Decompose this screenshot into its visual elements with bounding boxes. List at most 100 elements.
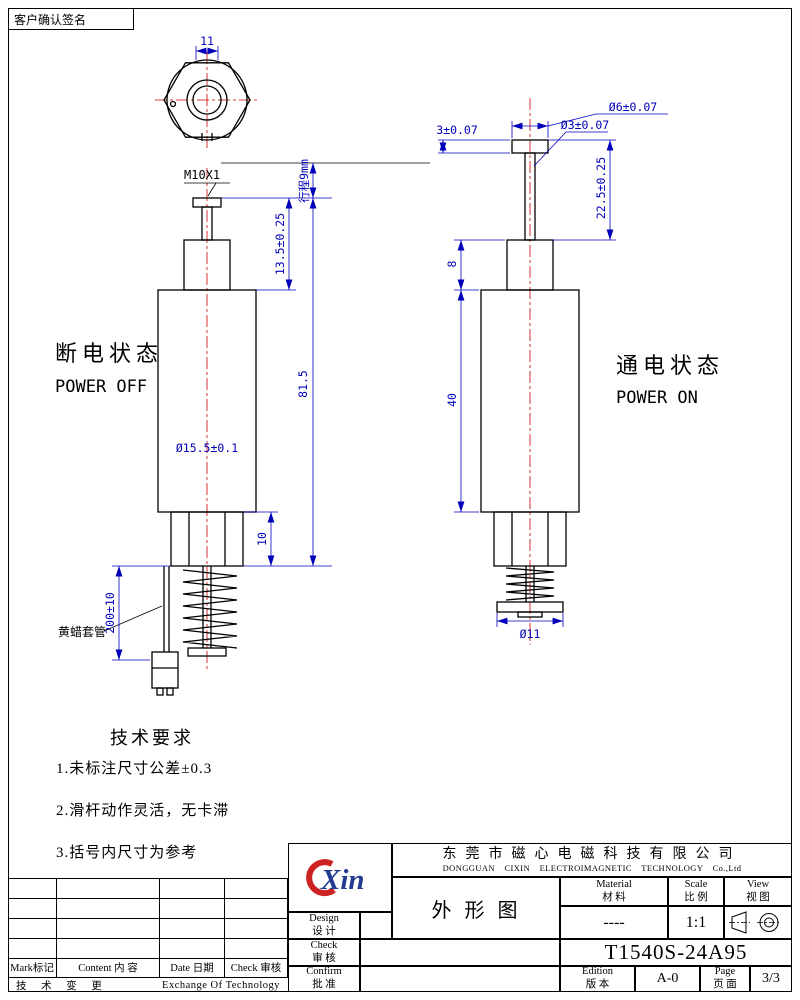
power-on-dimensions: Ø6±0.07 Ø3±0.07 3±0.07 22.5±0.25 8 40 Ø1… <box>436 100 668 641</box>
power-on-front-view <box>480 98 580 645</box>
power-off-state-label-en: POWER OFF <box>55 377 148 397</box>
view-value <box>724 906 792 939</box>
confirm-label: Confirm 批 准 <box>288 966 360 992</box>
design-signature-cell <box>360 912 392 939</box>
revision-empty-cell <box>57 899 160 919</box>
dim-washer-dia-text: Ø11 <box>520 627 541 641</box>
revision-empty-cell <box>8 899 57 919</box>
revision-footer-cn: 技 术 变 更 <box>16 980 108 992</box>
revision-empty-cell <box>57 939 160 959</box>
revision-col-date: Date 日期 <box>160 958 225 978</box>
tech-req-title: 技术要求 <box>110 728 194 748</box>
dim-overall-text: 81.5 <box>296 370 310 398</box>
dim-tip-h-text: 3±0.07 <box>436 123 478 137</box>
revision-col-content: Content 内 容 <box>57 958 160 978</box>
revision-empty-cell <box>225 879 288 899</box>
view-label-en: View <box>746 878 770 890</box>
revision-header-row: Mark标记 Content 内 容 Date 日期 Check 审核 <box>8 958 288 978</box>
revision-empty-cell <box>160 899 225 919</box>
power-off-top-view <box>155 52 259 150</box>
design-label: Design 设 计 <box>288 912 360 939</box>
tech-req-item-3: 3.括号内尺寸为参考 <box>56 845 198 861</box>
dim-stroke-text: 行程9mm <box>297 159 311 203</box>
edition-value: A-0 <box>635 966 700 992</box>
revision-empty-cell <box>160 919 225 939</box>
page-label-en: Page <box>714 966 736 978</box>
company-name-en: DONGGUAN CIXIN ELECTROIMAGNETIC TECHNOLO… <box>442 863 742 874</box>
scale-header: Scale 比 例 <box>668 877 724 906</box>
revision-empty-cell <box>160 879 225 899</box>
scale-label-cn: 比 例 <box>684 891 708 903</box>
dim-lead-text: 200±10 <box>103 592 117 634</box>
revision-footer-row: 技 术 变 更 Exchange Of Technology <box>8 978 288 992</box>
scale-label-en: Scale <box>684 878 708 890</box>
dim-thread-text: M10X1 <box>184 168 220 182</box>
dim-body-text: 40 <box>445 393 459 407</box>
dim-top-width-text: 11 <box>200 34 214 48</box>
dim-hex-text: 10 <box>255 532 269 546</box>
check-signature-cell <box>360 939 560 966</box>
confirm-signature-cell <box>360 966 560 992</box>
revision-empty-cell <box>8 939 57 959</box>
dim-bushing-text: 8 <box>445 260 459 267</box>
revision-empty-cell <box>57 879 160 899</box>
page-value: 3/3 <box>750 966 792 992</box>
material-header: Material 材 料 <box>560 877 668 906</box>
view-label-cn: 视 图 <box>746 891 770 903</box>
revision-grid <box>8 878 288 959</box>
projection-symbol-icon <box>729 911 781 934</box>
check-label-cn: 审 核 <box>312 952 336 964</box>
edition-label: Edition 版 本 <box>560 966 635 992</box>
revision-empty-cell <box>8 879 57 899</box>
check-label: Check 审 核 <box>288 939 360 966</box>
power-off-dimensions: 13.5±0.25 行程9mm 81.5 Ø15.5±0.1 10 200±10 <box>103 159 332 661</box>
material-label-cn: 材 料 <box>602 891 626 903</box>
power-off-front-view <box>151 168 257 696</box>
material-label-en: Material <box>596 878 632 890</box>
page-label-cn: 页 面 <box>713 979 737 990</box>
revision-empty-cell <box>225 899 288 919</box>
edition-label-cn: 版 本 <box>585 979 610 990</box>
part-number: T1540S-24A95 <box>560 939 792 966</box>
tech-req-item-2: 2.滑杆动作灵活，无卡滞 <box>56 803 230 819</box>
revision-empty-cell <box>225 939 288 959</box>
sleeve-label-text: 黄蜡套管 <box>58 624 106 639</box>
view-header: View 视 图 <box>724 877 792 906</box>
power-on-state-label-cn: 通电状态 <box>616 353 725 378</box>
revision-empty-cell <box>160 939 225 959</box>
revision-col-mark: Mark标记 <box>8 958 57 978</box>
drawing-type-cell: 外形图 <box>392 877 560 939</box>
design-label-en: Design <box>309 912 339 924</box>
company-name-cn: 东莞市磁心电磁科技有限公司 <box>442 846 742 862</box>
logo-graphic: Xin <box>306 858 365 896</box>
material-value: ---- <box>560 906 668 939</box>
scale-value: 1:1 <box>668 906 724 939</box>
confirm-label-en: Confirm <box>306 966 342 978</box>
check-label-en: Check <box>310 939 338 951</box>
customer-sign-box: 客户确认签名 <box>8 8 134 30</box>
technical-drawing: 11 M10X1 <box>58 34 668 696</box>
logo-text: Xin <box>320 864 365 896</box>
company-logo: Xin <box>288 843 392 912</box>
dim-tip-dia-text: Ø6±0.07 <box>609 100 658 114</box>
page-label: Page 页 面 <box>700 966 750 992</box>
revision-empty-cell <box>8 919 57 939</box>
thread-callout: M10X1 <box>184 162 430 197</box>
revision-empty-cell <box>225 919 288 939</box>
dim-shaft-dia-text: Ø3±0.07 <box>561 118 610 132</box>
design-label-cn: 设 计 <box>312 925 336 937</box>
power-off-state-label-cn: 断电状态 <box>55 341 164 366</box>
power-on-state-label-en: POWER ON <box>616 388 698 408</box>
dim-body-dia-text: Ø15.5±0.1 <box>176 441 238 455</box>
tech-req-item-1: 1.未标注尺寸公差±0.3 <box>56 761 213 777</box>
customer-sign-label: 客户确认签名 <box>14 12 87 27</box>
sleeve-callout: 黄蜡套管 <box>58 605 163 639</box>
dim-plunger-text: 13.5±0.25 <box>273 213 287 275</box>
confirm-label-cn: 批 准 <box>312 979 336 990</box>
edition-label-en: Edition <box>582 966 613 978</box>
revision-empty-cell <box>57 919 160 939</box>
revision-footer-en: Exchange Of Technology <box>162 979 280 991</box>
company-name-cell: 东莞市磁心电磁科技有限公司 DONGGUAN CIXIN ELECTROIMAG… <box>392 843 792 877</box>
revision-col-check: Check 审核 <box>225 958 288 978</box>
